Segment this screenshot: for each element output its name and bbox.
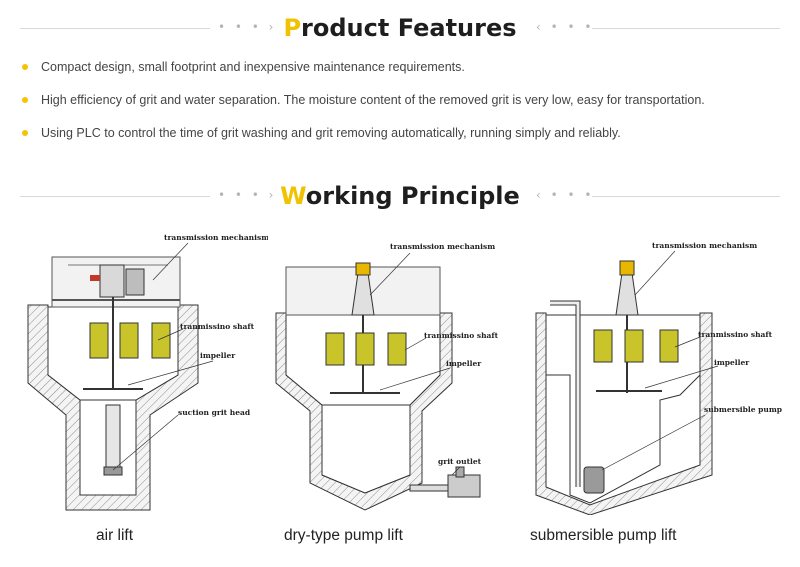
label-suction-grit-head: suction grit head: [178, 408, 251, 417]
bullet-icon: [22, 97, 28, 103]
caption-dry-type-pump-lift: dry-type pump lift: [284, 527, 403, 544]
dots-left: • • • ›: [218, 188, 277, 202]
label-submersible-pump: submersible pump: [704, 405, 782, 414]
tank-wall: [535, 312, 713, 515]
blade: [593, 329, 613, 363]
blade: [151, 322, 171, 359]
label-impeller: impeller: [446, 359, 482, 368]
label-transmission-shaft: tranmissino shaft: [424, 331, 499, 340]
dry-type-pump-lift-diagram: transmission mechanism tranmissino shaft…: [275, 242, 499, 511]
blade: [325, 332, 345, 366]
blade: [387, 332, 407, 366]
divider: [592, 28, 780, 29]
divider: [20, 28, 210, 29]
blade: [624, 329, 644, 363]
label-transmission-mechanism: transmission mechanism: [164, 233, 268, 242]
submersible-pump: [583, 466, 605, 494]
working-principle-header: • • • › Working Principle ‹ • • •: [0, 176, 800, 216]
motor: [619, 260, 635, 276]
dots-right: ‹ • • •: [536, 188, 595, 202]
bullet-icon: [22, 64, 28, 70]
submersible-pump-lift-diagram: transmission mechanism tranmissino shaft…: [535, 241, 782, 515]
air-lift-diagram: transmission mechanism tranmissino shaft…: [27, 233, 268, 511]
blade: [659, 329, 679, 363]
blade: [355, 332, 375, 366]
blade: [119, 322, 139, 359]
section-title: Working Principle: [280, 182, 520, 210]
label-impeller: impeller: [200, 351, 236, 360]
list-item: Compact design, small footprint and inex…: [22, 58, 705, 91]
label-transmission-mechanism: transmission mechanism: [652, 241, 757, 250]
divider: [20, 196, 210, 197]
feature-list: Compact design, small footprint and inex…: [22, 58, 705, 157]
list-item: Using PLC to control the time of grit wa…: [22, 124, 705, 157]
pump: [447, 474, 481, 498]
divider: [592, 196, 780, 197]
motor: [355, 262, 371, 276]
blade: [89, 322, 109, 359]
list-item: High efficiency of grit and water separa…: [22, 91, 705, 124]
bullet-icon: [22, 130, 28, 136]
dots-left: • • • ›: [218, 20, 277, 34]
caption-submersible-pump-lift: submersible pump lift: [530, 527, 677, 544]
section-title: Product Features: [283, 14, 517, 42]
dots-right: ‹ • • •: [536, 20, 595, 34]
label-transmission-mechanism: transmission mechanism: [390, 242, 495, 251]
label-transmission-shaft: tranmissino shaft: [180, 322, 255, 331]
label-impeller: impeller: [714, 358, 750, 367]
product-features-header: • • • › Product Features ‹ • • •: [0, 8, 800, 48]
caption-air-lift: air lift: [96, 527, 134, 544]
label-transmission-shaft: tranmissino shaft: [698, 330, 773, 339]
label-grit-outlet: grit outlet: [438, 457, 482, 466]
